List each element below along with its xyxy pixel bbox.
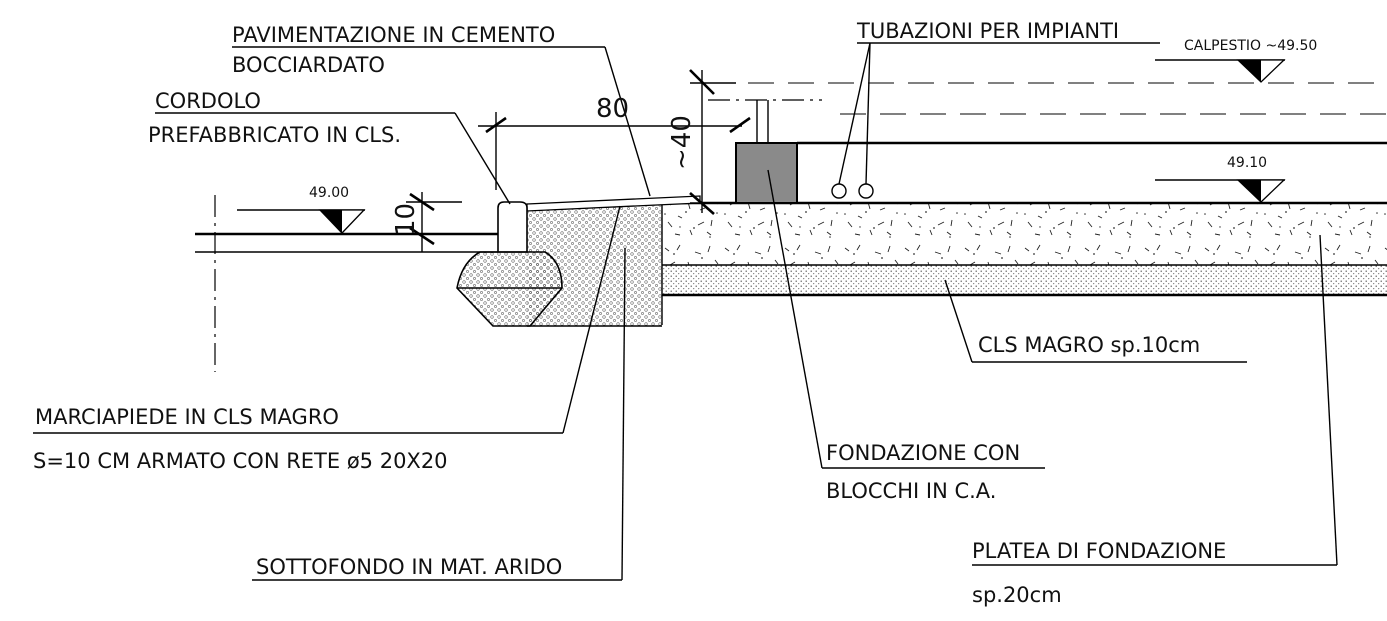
label-fondazione-1: FONDAZIONE CON [826,441,1020,465]
label-pavimentazione-2: BOCCIARDATO [232,53,385,77]
label-level-49-10: 49.10 [1227,155,1267,171]
level-marker-49-10 [1155,179,1286,203]
dimension-80 [478,112,751,190]
label-platea-1: PLATEA DI FONDAZIONE [972,539,1226,563]
label-calpestio: CALPESTIO ~49.50 [1184,38,1317,54]
label-marciapiede-1: MARCIAPIEDE IN CLS MAGRO [35,405,339,429]
label-fondazione-2: BLOCCHI IN C.A. [826,479,996,503]
level-marker-49-00 [237,209,366,234]
leader-lines [33,42,1338,581]
cordolo-foundation [456,251,563,327]
pipe-circle-1 [831,183,847,199]
platea-slab [662,203,1387,265]
dimension-40 [689,69,736,215]
label-marciapiede-2: S=10 CM ARMATO CON RETE ø5 20X20 [33,449,448,473]
label-sottofondo: SOTTOFONDO IN MAT. ARIDO [256,555,562,579]
level-marker-calpestio [1155,59,1286,83]
label-cordolo-1: CORDOLO [155,89,261,113]
dimension-10-text: 10 [391,203,421,236]
label-tubazioni: TUBAZIONI PER IMPIANTI [856,19,1119,43]
label-platea-2: sp.20cm [972,583,1062,607]
dimension-40-text: ~40 [667,115,697,170]
pipe-circle-2 [858,183,874,199]
cls-magro-layer [662,265,1387,295]
cordolo-curb [497,201,528,253]
dimension-80-text: 80 [596,94,629,124]
label-level-49-00: 49.00 [309,185,349,201]
label-cordolo-2: PREFABBRICATO IN CLS. [148,123,401,147]
dimension-10 [406,192,462,252]
label-cls-magro: CLS MAGRO sp.10cm [978,333,1200,357]
fondazione-block [735,142,798,204]
label-pavimentazione-1: PAVIMENTAZIONE IN CEMENTO [232,23,555,47]
